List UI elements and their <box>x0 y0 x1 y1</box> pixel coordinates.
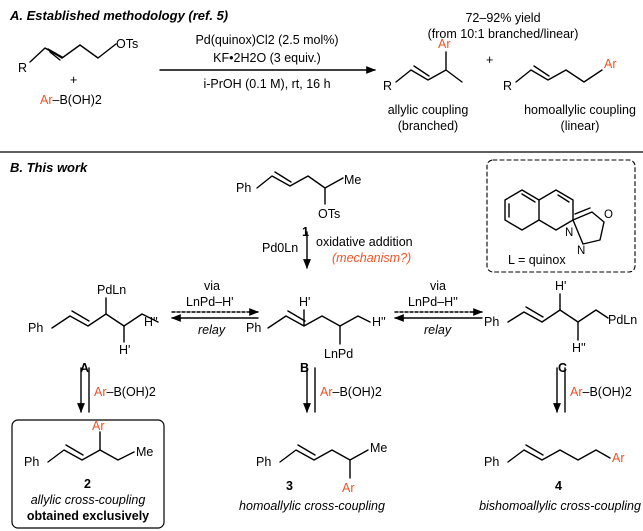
arb-b: Ar–B(OH)2 <box>320 385 382 399</box>
prod4-number: 4 <box>555 479 562 493</box>
prod2-number: 2 <box>84 477 91 491</box>
substrate-a-skeleton <box>29 43 117 63</box>
arb-a-rest: –B(OH)2 <box>107 385 156 399</box>
int-b-ph: Ph <box>246 321 261 335</box>
substrate-a-plus: + <box>70 73 77 87</box>
pd-reagent: Pd0Ln <box>262 241 298 255</box>
intermediate-b-skeleton <box>267 309 371 345</box>
substrate-a-r: R <box>18 61 27 75</box>
intermediate-a-skeleton <box>51 297 159 343</box>
relay-right-via: via <box>430 279 446 293</box>
arb-c: Ar–B(OH)2 <box>570 385 632 399</box>
int-a-ph: Ph <box>28 321 43 335</box>
product-4-skeleton <box>507 444 611 463</box>
int-a-pd: PdLn <box>97 283 126 297</box>
product-a-plus: + <box>486 53 493 67</box>
product-2-box <box>11 419 165 529</box>
reagent-a-rest: –B(OH)2 <box>53 93 102 107</box>
arb-b-rest: –B(OH)2 <box>333 385 382 399</box>
int-c-pd: PdLn <box>608 313 637 327</box>
prod4-ar: Ar <box>612 451 625 465</box>
int-c-label: C <box>558 361 567 375</box>
condition-catalyst: Pd(quinox)Cl2 (2.5 mol%) <box>195 33 338 47</box>
product-a-linear <box>515 65 603 83</box>
prod2-exclusive: obtained exclusively <box>27 509 149 523</box>
prod3-label: homoallylic cross-coupling <box>239 499 385 513</box>
substrate-a-ots: OTs <box>116 37 138 51</box>
relay-right-reagent: LnPd–H'' <box>408 295 458 309</box>
section-a-heading: A. Established methodology (ref. 5) <box>9 8 228 23</box>
substrate-1-skeleton <box>256 171 344 205</box>
arb-c-rest: –B(OH)2 <box>583 385 632 399</box>
step-label: oxidative addition <box>316 235 413 249</box>
int-a-label: A <box>80 361 89 375</box>
product-a1-ar: Ar <box>438 37 451 51</box>
product-a1-label2: (branched) <box>398 119 458 133</box>
product-a2-label1: homoallylic coupling <box>524 103 636 117</box>
relay-left-reagent: LnPd–H' <box>186 295 234 309</box>
prod3-ph: Ph <box>256 455 271 469</box>
substrate-1-me: Me <box>344 173 361 187</box>
product-a2-ar: Ar <box>604 57 617 71</box>
prod2-label: allylic cross-coupling <box>31 493 146 507</box>
step-mechanism: (mechanism?) <box>332 251 411 265</box>
relay-left-label: relay <box>198 323 226 337</box>
int-b-label: B <box>300 361 309 375</box>
product-a1-label1: allylic coupling <box>388 103 469 117</box>
ratio-text: (from 10:1 branched/linear) <box>428 27 579 41</box>
int-a-h2: H'' <box>144 315 158 329</box>
quinoline-ring <box>504 189 574 231</box>
oxazoline-ring <box>572 207 605 245</box>
ligand-box <box>486 159 636 273</box>
prod4-ph: Ph <box>484 455 499 469</box>
product-a2-r: R <box>503 79 512 93</box>
relay-left-via: via <box>204 279 220 293</box>
int-c-ph: Ph <box>484 315 499 329</box>
int-c-h2: H'' <box>572 341 586 355</box>
product-3-skeleton <box>279 444 369 479</box>
ligand-o: O <box>604 209 613 221</box>
arb-c-ar: Ar <box>570 385 583 399</box>
substrate-1-ph: Ph <box>236 181 251 195</box>
yield-text: 72–92% yield <box>465 11 540 25</box>
reagent-a-ar: Ar <box>40 93 53 107</box>
arb-a: Ar–B(OH)2 <box>94 385 156 399</box>
prod2-me: Me <box>136 445 153 459</box>
intermediate-c-skeleton <box>507 293 609 341</box>
reagent-a-boronic: Ar–B(OH)2 <box>40 93 102 107</box>
relay-right-label: relay <box>424 323 452 337</box>
substrate-1-number: 1 <box>302 225 309 239</box>
prod3-ar: Ar <box>342 481 355 495</box>
int-b-h1: H' <box>299 295 310 309</box>
ligand-n2: N <box>577 245 585 257</box>
ligand-n1: N <box>565 227 573 239</box>
arb-a-ar: Ar <box>94 385 107 399</box>
section-b-heading: B. This work <box>10 160 88 175</box>
substrate-1-ots: OTs <box>318 207 340 221</box>
ligand-label: L = quinox <box>508 253 566 267</box>
prod4-label: bishomoallylic cross-coupling <box>479 499 641 513</box>
int-b-h2: H'' <box>372 315 386 329</box>
product-a2-label2: (linear) <box>561 119 600 133</box>
int-a-h1: H' <box>119 343 130 357</box>
product-2-skeleton <box>47 431 135 463</box>
arb-b-ar: Ar <box>320 385 333 399</box>
prod2-ph: Ph <box>24 455 39 469</box>
condition-solvent: i-PrOH (0.1 M), rt, 16 h <box>203 77 330 91</box>
prod2-ar: Ar <box>92 419 105 433</box>
product-a1-r: R <box>383 79 392 93</box>
product-a-branched <box>395 51 463 83</box>
prod3-number: 3 <box>286 479 293 493</box>
int-b-pd: LnPd <box>324 347 353 361</box>
condition-additive: KF•2H2O (3 equiv.) <box>213 51 321 65</box>
prod3-me: Me <box>370 441 387 455</box>
int-c-h1: H' <box>555 279 566 293</box>
